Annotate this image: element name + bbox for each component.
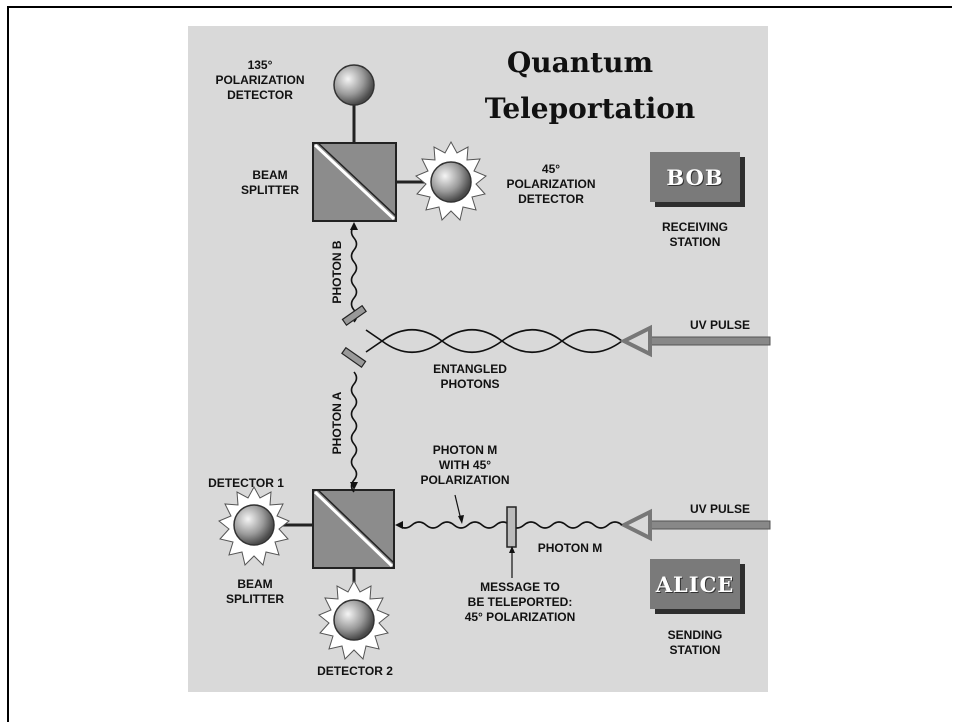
detector-135-sphere bbox=[333, 64, 375, 106]
title-line-2: Teleportation bbox=[484, 92, 696, 125]
uv-pulse-top-label: UV PULSE bbox=[689, 318, 750, 332]
detector-2-label: DETECTOR 2 bbox=[317, 664, 393, 678]
photon-b-wave bbox=[350, 225, 358, 323]
polarizer bbox=[506, 506, 517, 548]
photon-m-label: PHOTON M bbox=[537, 541, 603, 555]
photon-b-arrowhead bbox=[350, 222, 358, 230]
det45-label: 45° POLARIZATION DETECTOR bbox=[506, 162, 596, 206]
beam-splitter-bottom-label: BEAM SPLITTER bbox=[225, 577, 284, 606]
det135-label: 135° POLARIZATION DETECTOR bbox=[215, 58, 305, 102]
bob-name: BOB bbox=[666, 164, 724, 190]
bob-caption: RECEIVING STATION bbox=[661, 220, 728, 249]
title-line-1: Quantum bbox=[506, 46, 654, 79]
uv-pulse-top-arrow bbox=[619, 324, 771, 358]
mirror-bottom bbox=[341, 346, 367, 368]
photon-m-arrowhead bbox=[395, 521, 403, 529]
detector-1-sphere bbox=[218, 485, 290, 566]
beam-splitter-top-label: BEAM SPLITTER bbox=[240, 168, 299, 197]
entangled-photons-label: ENTANGLED PHOTONS bbox=[433, 362, 507, 391]
outer-frame bbox=[7, 6, 952, 722]
entangled-photons-wave bbox=[365, 329, 623, 353]
beam-splitter-bottom-shape bbox=[312, 489, 395, 569]
message-label: MESSAGE TO BE TELEPORTED: 45° POLARIZATI… bbox=[464, 580, 576, 624]
photon-a-label: PHOTON A bbox=[330, 391, 344, 455]
detector-2-sphere bbox=[318, 579, 390, 660]
photon-a-wave bbox=[350, 371, 358, 493]
mirror-top bbox=[341, 304, 367, 326]
beam-splitter-top-shape bbox=[312, 142, 397, 222]
photon-a-arrowhead bbox=[350, 482, 358, 490]
uv-pulse-bottom-arrow bbox=[619, 508, 771, 542]
alice-caption: SENDING STATION bbox=[667, 628, 723, 657]
alice-station-box: ALICE bbox=[650, 559, 740, 609]
bob-station-box: BOB bbox=[650, 152, 740, 202]
alice-name: ALICE bbox=[655, 571, 735, 597]
photon-b-label: PHOTON B bbox=[330, 240, 344, 304]
detector-1-label: DETECTOR 1 bbox=[208, 476, 284, 490]
detector-45-sphere bbox=[415, 140, 487, 221]
photon-m-polarization-label: PHOTON M WITH 45° POLARIZATION bbox=[420, 443, 510, 487]
uv-pulse-bottom-label: UV PULSE bbox=[689, 502, 750, 516]
